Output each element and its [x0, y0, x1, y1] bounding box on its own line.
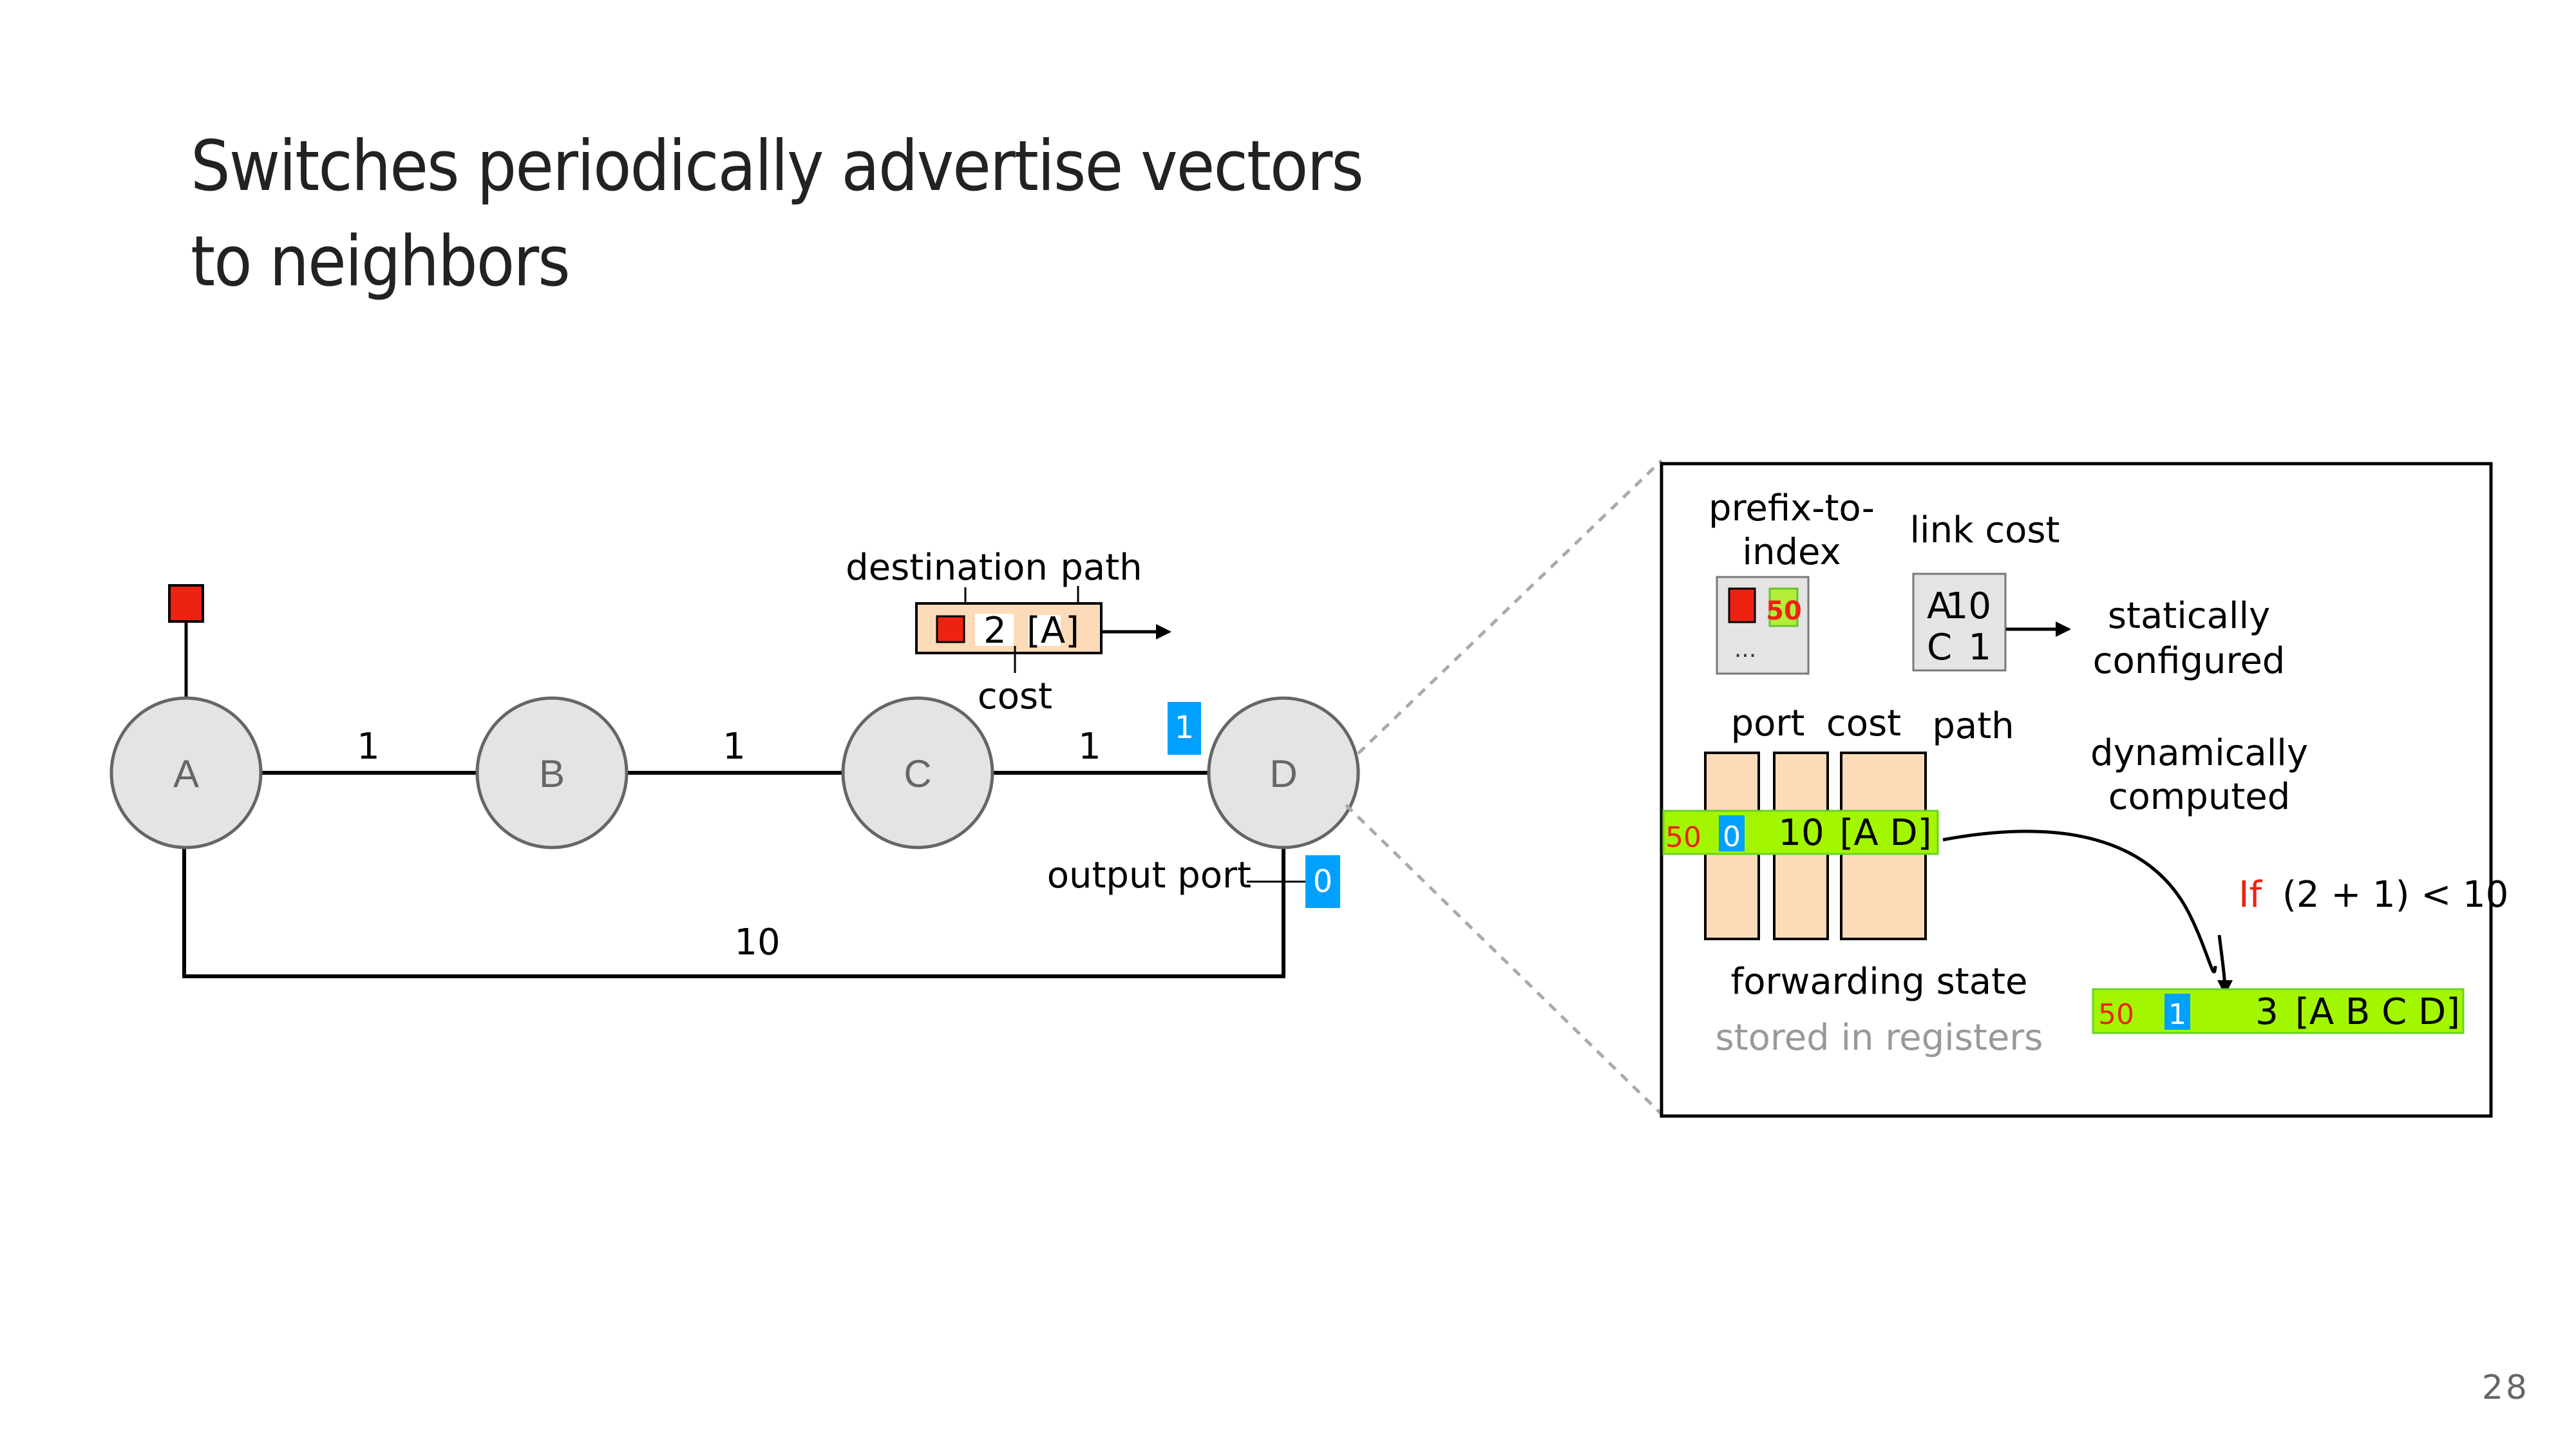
adv-path-label: path: [1060, 547, 1142, 589]
output-port-label: output port: [1047, 855, 1251, 896]
updated-row-index: 50: [2098, 998, 2134, 1031]
register-header-cost: cost: [1826, 703, 1901, 744]
node-a-label: A: [173, 752, 199, 795]
prefix-ellipsis: ...: [1734, 636, 1756, 663]
current-row-bg: [1662, 810, 1939, 855]
adv-path-bg: [1028, 615, 1061, 646]
prefix-index-bg: [1768, 587, 1799, 627]
static-label-line-2: configured: [2093, 640, 2286, 682]
link-cost-row-a-cost: 10: [1946, 585, 1991, 627]
current-row-cost: 10: [1778, 812, 1824, 854]
updated-row-path: [A B C D]: [2295, 991, 2460, 1033]
link-cost-header: link cost: [1909, 509, 2060, 551]
condition-text: If (2 + 1) < 10: [2239, 874, 2508, 916]
registers-label: stored in registers: [1716, 1017, 2043, 1059]
updated-row-port: 1: [2168, 998, 2186, 1031]
node-c-label: C: [904, 752, 931, 795]
link-cost-row-a-node: A: [1927, 585, 1951, 627]
register-header-port: port: [1731, 703, 1805, 744]
current-row-index: 50: [1665, 821, 1701, 854]
adv-destination-square-icon: [936, 615, 965, 643]
link-cost-table: A 10 C 1: [1912, 573, 2007, 672]
dynamic-label-line-2: computed: [2108, 776, 2291, 818]
node-a-circle: [109, 696, 263, 849]
destination-square-icon: [168, 584, 204, 623]
link-cost-row-c-cost: 1: [1968, 627, 1991, 668]
dynamic-label-line-1: dynamically: [2090, 732, 2308, 774]
condition-keyword: If: [2239, 874, 2263, 916]
link-cost-row-c-node: C: [1927, 627, 1952, 668]
update-arrow-icon: [1942, 829, 2217, 974]
link-cost-box: [1912, 573, 2007, 672]
node-a[interactable]: A: [109, 696, 263, 849]
port-badge-bottom-label: 0: [1313, 864, 1333, 900]
current-row-port-bg: [1719, 815, 1745, 851]
updated-row-bg: [2092, 988, 2465, 1034]
slide-title-line-2: to neighbors: [191, 222, 571, 302]
node-b-circle: [475, 696, 629, 849]
advertisement-vector: 2 [A]: [915, 602, 1103, 654]
current-forwarding-row: 50 0 10 [A D]: [1662, 810, 1939, 855]
page-number: 28: [2481, 1368, 2530, 1407]
node-b[interactable]: B: [475, 696, 629, 849]
forwarding-state-label: forwarding state: [1731, 961, 2028, 1003]
zoom-leader-bottom: [1345, 804, 1663, 1115]
prefix-index-value: 50: [1766, 596, 1802, 626]
node-b-label: B: [539, 752, 565, 795]
updated-forwarding-row: 50 1 3 [A B C D]: [2092, 988, 2465, 1034]
adv-path-value: [A]: [1027, 610, 1079, 652]
link-a-d: [182, 848, 1285, 978]
adv-cost-value: 2: [983, 610, 1007, 652]
prefix-destination-square-icon: [1728, 587, 1756, 623]
node-d-label: D: [1269, 752, 1297, 795]
port-badge-bottom: [1305, 855, 1340, 908]
port-badge-top: [1168, 702, 1201, 755]
current-row-path: [A D]: [1840, 812, 1932, 854]
link-cost-b-c: 1: [723, 726, 746, 768]
condition-expression: (2 + 1) < 10: [2282, 874, 2508, 916]
link-cost-a-b: 1: [357, 726, 380, 768]
static-label-line-1: statically: [2108, 595, 2270, 637]
prefix-to-index-table: 50 ...: [1716, 576, 1810, 675]
updated-row-port-bg: [2164, 994, 2190, 1030]
register-header-path: path: [1932, 705, 2014, 747]
node-c[interactable]: C: [841, 696, 994, 849]
port-badge-top-label: 1: [1175, 710, 1195, 746]
node-d-circle: [1207, 696, 1360, 849]
updated-row-cost: 3: [2255, 991, 2278, 1033]
slide-title-line-1: Switches periodically advertise vectors: [191, 126, 1364, 207]
prefix-header-line-2: index: [1742, 531, 1841, 573]
adv-cost-bg: [975, 614, 1014, 646]
adv-cost-label: cost: [978, 676, 1052, 717]
node-c-circle: [841, 696, 994, 849]
link-cost-c-d: 1: [1078, 726, 1101, 768]
current-row-port: 0: [1723, 820, 1741, 853]
slide-title: Switches periodically advertise vectors …: [191, 119, 1364, 310]
prefix-header-line-1: prefix-to-: [1709, 488, 1875, 529]
zoom-leader-top: [1357, 459, 1663, 755]
adv-destination-label: destination: [846, 547, 1048, 589]
link-cost-a-d: 10: [734, 922, 780, 963]
node-d[interactable]: D: [1207, 696, 1360, 849]
